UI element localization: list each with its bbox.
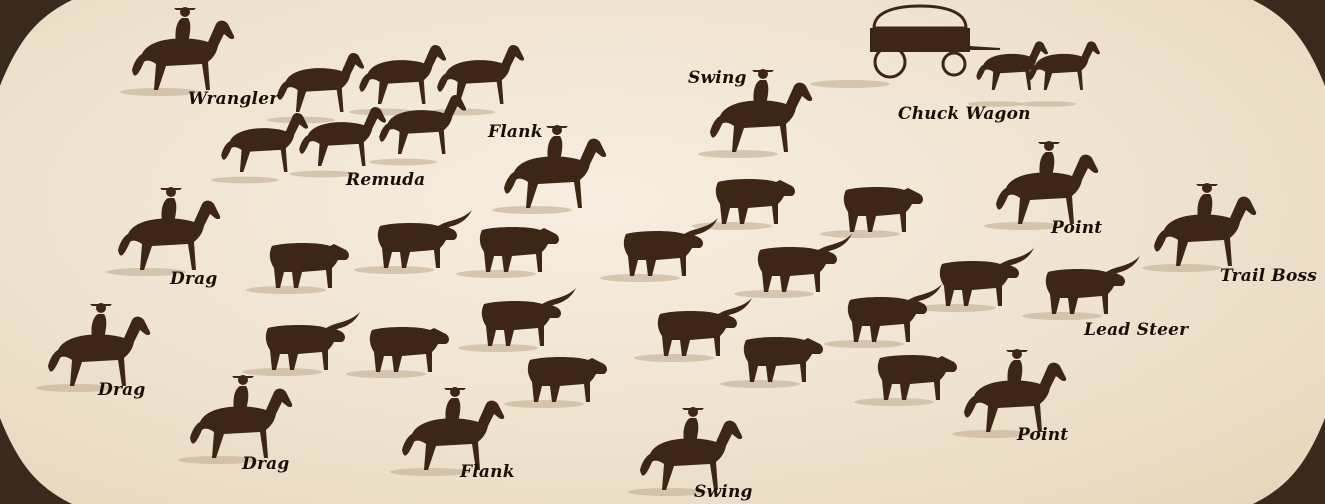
label-lead-steer: Lead Steer (1084, 320, 1188, 340)
corner-bottom-right (1253, 418, 1325, 504)
drag-3-rider-icon (190, 375, 292, 458)
trail-boss-rider-icon (1154, 183, 1256, 266)
cow-icon (716, 179, 795, 224)
shadow (458, 344, 538, 352)
remuda-horse-icon (221, 113, 308, 172)
swing-bottom-rider-icon (640, 407, 742, 490)
point-top-rider-icon (996, 141, 1098, 224)
shadow (390, 468, 470, 476)
shadow (698, 150, 778, 158)
shadow (246, 286, 326, 294)
cow-icon (480, 227, 559, 272)
shadow (369, 159, 437, 166)
shadow (1142, 264, 1222, 272)
shadow (492, 206, 572, 214)
cow-icon (528, 357, 607, 402)
label-swing-top: Swing (688, 68, 747, 88)
shadow (211, 177, 279, 184)
cow-icon (744, 337, 823, 382)
cow-icon (270, 243, 349, 288)
chuck-wagon-icon (870, 6, 1000, 77)
label-point-bottom: Point (1017, 425, 1068, 445)
longhorn-steer-icon (624, 218, 718, 276)
lead-steer-icon (1046, 256, 1140, 314)
longhorn-steer-icon (266, 312, 360, 370)
label-flank-bottom: Flank (460, 462, 515, 482)
remuda-horse-icon (277, 53, 364, 112)
shadow (600, 274, 680, 282)
flank-bottom-rider-icon (402, 387, 504, 470)
shadow (916, 304, 996, 312)
longhorn-steer-icon (940, 248, 1034, 306)
shadow (504, 400, 584, 408)
remuda-horse-icon (359, 45, 446, 104)
drag-1-rider-icon (118, 187, 220, 270)
shadow (1022, 312, 1102, 320)
shadow (820, 230, 900, 238)
shadow (346, 370, 426, 378)
point-bottom-rider-icon (964, 349, 1066, 432)
corner-top-left (0, 0, 72, 86)
drag-2-rider-icon (48, 303, 150, 386)
shadow (634, 354, 714, 362)
label-drag-3: Drag (242, 454, 289, 474)
wrangler-horse-rider-icon (132, 7, 234, 90)
shadow (734, 290, 814, 298)
label-drag-1: Drag (170, 269, 217, 289)
label-trail-boss: Trail Boss (1220, 266, 1317, 286)
cow-icon (878, 355, 957, 400)
remuda-horse-icon (437, 45, 524, 104)
label-flank-top: Flank (488, 122, 543, 142)
remuda-horse-icon (299, 107, 386, 166)
label-chuck-wagon: Chuck Wagon (898, 104, 1031, 124)
shadow (720, 380, 800, 388)
longhorn-steer-icon (758, 234, 852, 292)
corner-bottom-left (0, 418, 72, 504)
label-drag-2: Drag (98, 380, 145, 400)
shadow (242, 368, 322, 376)
longhorn-steer-icon (378, 210, 472, 268)
corner-top-right (1253, 0, 1325, 86)
label-swing-bottom: Swing (694, 482, 753, 502)
label-wrangler: Wrangler (188, 89, 278, 109)
cow-icon (844, 187, 923, 232)
longhorn-steer-icon (482, 288, 576, 346)
label-remuda: Remuda (346, 170, 425, 190)
shadow (810, 80, 890, 88)
shadow (354, 266, 434, 274)
cow-icon (370, 327, 449, 372)
longhorn-steer-icon (848, 284, 942, 342)
label-point-top: Point (1051, 218, 1102, 238)
shadow (824, 340, 904, 348)
shadow (456, 270, 536, 278)
shadow (854, 398, 934, 406)
figures-layer (48, 6, 1256, 490)
longhorn-steer-icon (658, 298, 752, 356)
